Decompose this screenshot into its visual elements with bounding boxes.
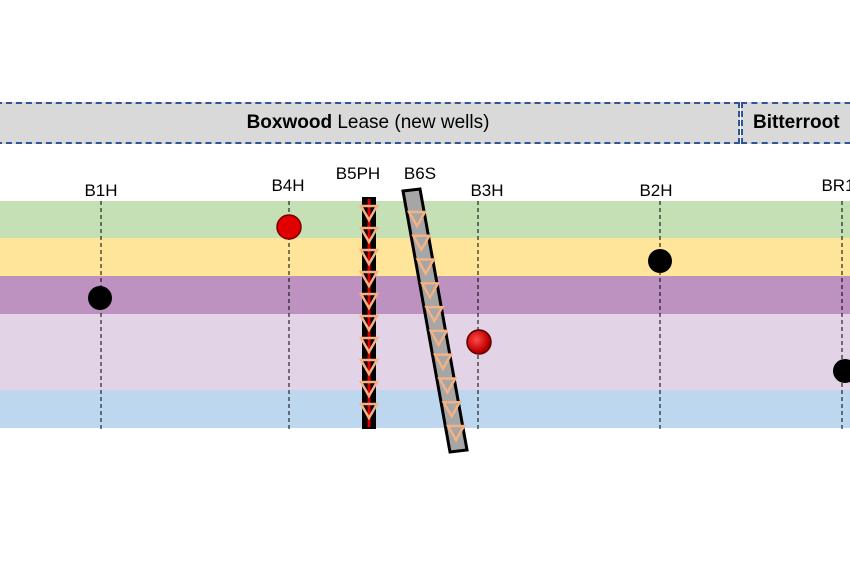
marker-b2h xyxy=(648,249,672,273)
lease-desc-boxwood: Lease (new wells) xyxy=(332,112,490,133)
slanted-well-marker xyxy=(428,329,449,348)
well-label-b4h: B4H xyxy=(271,176,304,195)
slanted-well-marker xyxy=(445,424,467,443)
slanted-well-marker xyxy=(432,353,454,372)
pilot-hole-marker xyxy=(358,204,380,223)
formation-layers xyxy=(0,201,850,428)
pilot-hole-marker xyxy=(358,248,380,267)
lease-name-boxwood: Boxwood xyxy=(246,112,333,133)
pilot-hole-b5ph xyxy=(358,197,380,429)
pilot-hole-marker xyxy=(358,336,380,355)
marker-b3h xyxy=(466,329,492,355)
pilot-hole-marker xyxy=(358,402,380,421)
slanted-well-marker xyxy=(406,210,428,229)
pilot-hole-marker xyxy=(358,226,380,245)
lease-banner-bitterroot: Bitterroot xyxy=(741,102,850,144)
well-label-b5ph: B5PH xyxy=(336,164,380,183)
pilot-hole-marker xyxy=(358,292,380,311)
well-labels: B1H B4H B5PH B6S B3H B2H BR1 xyxy=(84,164,850,200)
well-label-br1: BR1 xyxy=(821,176,850,195)
slanted-well-b6s xyxy=(401,187,469,454)
slanted-well-marker xyxy=(437,377,458,395)
well-label-b2h: B2H xyxy=(639,181,672,200)
pilot-hole-marker xyxy=(358,314,380,333)
slanted-well-marker xyxy=(419,282,441,300)
lease-banner-boxwood: Boxwood Lease (new wells) xyxy=(0,102,740,144)
marker-b4h xyxy=(276,214,302,240)
layer-band-5 xyxy=(0,390,850,428)
well-label-b3h: B3H xyxy=(470,181,503,200)
pilot-hole-marker xyxy=(358,380,380,399)
marker-br1 xyxy=(833,359,850,383)
slanted-well-markers xyxy=(406,210,467,443)
pilot-hole-marker xyxy=(358,358,380,377)
slanted-well-marker xyxy=(411,234,432,253)
marker-b1h xyxy=(88,286,112,310)
slanted-well-marker xyxy=(424,305,445,324)
pilot-hole-marker xyxy=(358,270,380,289)
pilot-hole-markers xyxy=(358,204,380,421)
well-label-b1h: B1H xyxy=(84,181,117,200)
lease-name-bitterroot: Bitterroot xyxy=(753,112,840,133)
layer-band-4 xyxy=(0,314,850,390)
well-label-b6s: B6S xyxy=(404,164,436,183)
slanted-well-marker xyxy=(441,400,462,419)
slanted-well-marker xyxy=(415,258,436,277)
